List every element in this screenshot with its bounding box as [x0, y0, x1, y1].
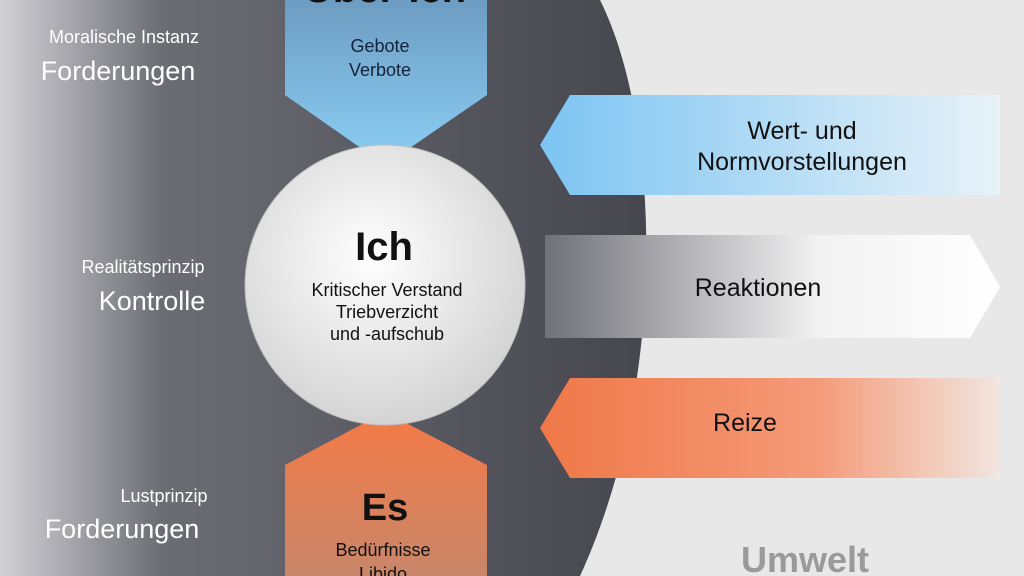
es-line1: Bedürfnisse: [335, 540, 430, 560]
values-line2: Normvorstellungen: [697, 148, 907, 176]
label-control: Kontrolle: [99, 286, 206, 316]
label-demands-bottom: Forderungen: [45, 514, 200, 544]
ich-circle: [244, 144, 526, 426]
ich-title: Ich: [355, 225, 413, 269]
reactions-arrow: [545, 235, 1000, 338]
label-pleasure-principle: Lustprinzip: [120, 486, 207, 506]
label-moral-instance: Moralische Instanz: [49, 27, 199, 47]
es-line2: Libido: [359, 564, 407, 576]
values-line1: Wert- und: [747, 117, 856, 145]
environment-label: Umwelt: [741, 539, 869, 576]
ueber-ich-line2: Verbote: [349, 60, 411, 80]
reactions-label: Reaktionen: [695, 274, 821, 302]
ich-line3: und -aufschub: [330, 324, 444, 344]
ueber-ich-arrow: [285, 0, 487, 165]
es-arrow: [285, 412, 487, 576]
ueber-ich-title: Über-Ich: [304, 0, 466, 11]
values-arrow: [540, 95, 1000, 195]
stimuli-label: Reize: [713, 409, 777, 437]
ich-line2: Triebverzicht: [336, 302, 438, 322]
label-demands-top: Forderungen: [41, 56, 196, 86]
ich-line1: Kritischer Verstand: [311, 280, 462, 300]
label-reality-principle: Realitätsprinzip: [81, 257, 204, 277]
stimuli-arrow: [540, 378, 1000, 478]
ueber-ich-line1: Gebote: [350, 36, 409, 56]
es-title: Es: [362, 487, 408, 529]
